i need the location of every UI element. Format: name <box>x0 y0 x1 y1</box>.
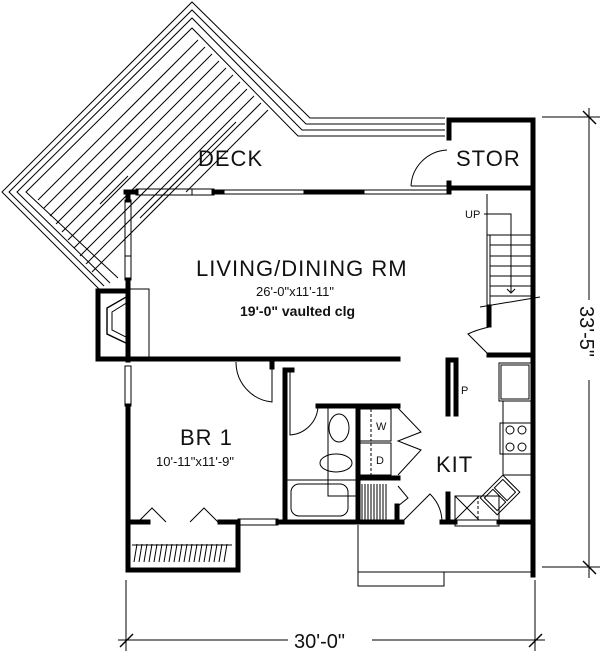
window-icon <box>454 519 500 527</box>
stair-up-label: UP <box>465 209 480 221</box>
washer-label: W <box>376 421 387 433</box>
dryer-icon <box>359 442 392 476</box>
bedroom-1: BR 1 10'-11"x11'-9" <box>124 357 279 573</box>
closet-hanging <box>132 543 232 563</box>
bathroom <box>282 367 357 525</box>
bifold-door-icon <box>396 407 422 476</box>
living-room-size: 26'-0"x11'-11" <box>256 284 334 299</box>
storage-room: STOR <box>410 117 536 195</box>
fireplace <box>95 288 150 362</box>
deck-label: DECK <box>198 146 263 171</box>
dimension-width: 30'-0" <box>118 580 545 651</box>
stor-door-swing-icon <box>410 149 448 187</box>
toilet-icon <box>319 453 353 473</box>
stor-label: STOR <box>456 146 521 171</box>
washer-icon <box>359 408 392 442</box>
deck: DECK <box>1 1 445 291</box>
laundry: W D <box>315 403 422 525</box>
pantry-label: P <box>461 385 468 397</box>
bedroom-label: BR 1 <box>180 425 233 450</box>
bedroom-size: 10'-11"x11'-9" <box>156 454 234 469</box>
refrigerator-icon <box>498 362 532 402</box>
kitchen-appliances <box>445 362 532 525</box>
range-icon <box>499 422 532 455</box>
dryer-label: D <box>376 455 384 467</box>
arrow-down-icon <box>506 288 516 294</box>
kitchen-label: KIT <box>436 452 473 477</box>
pantry: P <box>445 357 468 417</box>
living-room-ceiling: 19'-0" vaulted clg <box>240 303 355 319</box>
sink-icon <box>479 474 521 516</box>
linen-closet <box>361 484 443 525</box>
window-icon <box>124 365 132 407</box>
stairs: UP <box>465 194 541 358</box>
dimension-depth: 33'-5" <box>542 108 600 578</box>
living-north-wall <box>123 188 447 196</box>
window-icon <box>124 199 132 281</box>
width-dimension-label: 30'-0" <box>294 631 345 651</box>
deck-boards <box>37 39 269 273</box>
living-room-label: LIVING/DINING RM <box>196 256 408 281</box>
south-wall <box>275 519 536 587</box>
depth-dimension-label: 33'-5" <box>575 306 597 357</box>
sink-icon <box>328 413 350 443</box>
window-icon <box>135 188 215 196</box>
dishwasher-icon <box>454 495 500 521</box>
window-icon <box>237 518 279 526</box>
